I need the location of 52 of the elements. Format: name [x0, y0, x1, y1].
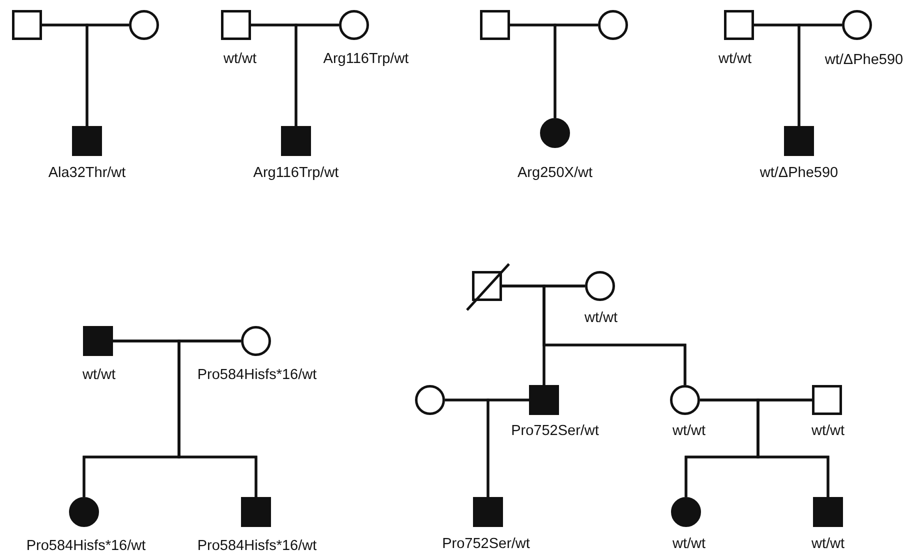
- unaffected-female-symbol: [670, 385, 700, 415]
- genotype-label: wt/wt: [584, 311, 618, 327]
- affected-male-symbol: [473, 497, 503, 527]
- genotype-label: Pro584Hisfs*16/wt: [26, 539, 146, 555]
- affected-male-symbol: [281, 126, 311, 156]
- unaffected-female-symbol: [585, 271, 615, 301]
- descent-line: [294, 24, 339, 128]
- genotype-label: Arg250X/wt: [518, 166, 592, 182]
- affected-male-symbol: [83, 326, 113, 356]
- affected-male-symbol: [784, 126, 814, 156]
- unaffected-female-symbol: [129, 10, 159, 40]
- descent-line: [798, 24, 842, 128]
- descent-line: [178, 340, 258, 497]
- descent-line: [554, 24, 598, 120]
- unaffected-female-symbol: [598, 10, 628, 40]
- genotype-label: wt/wt: [223, 52, 257, 68]
- descent-line: [756, 398, 830, 497]
- affected-male-symbol: [241, 497, 271, 527]
- genotype-label: Arg116Trp/wt: [323, 52, 409, 68]
- unaffected-female-symbol: [415, 385, 445, 415]
- unaffected-male-symbol: [812, 385, 842, 415]
- genotype-label: Ala32Thr/wt: [48, 166, 126, 182]
- unaffected-female-symbol: [241, 326, 271, 356]
- genotype-label: wt/wt: [718, 52, 752, 68]
- deceased-unaffected-male-symbol: [472, 271, 502, 301]
- unaffected-male-symbol: [12, 10, 42, 40]
- genotype-label: wt/wt: [672, 537, 706, 553]
- affected-male-symbol: [813, 497, 843, 527]
- genotype-label: Pro752Ser/wt: [511, 424, 599, 440]
- unaffected-male-symbol: [480, 10, 510, 40]
- descent-line: [86, 24, 129, 128]
- affected-female-symbol: [69, 497, 99, 527]
- affected-female-symbol: [540, 118, 570, 148]
- genotype-label: Arg116Trp/wt: [253, 166, 339, 182]
- unaffected-male-symbol: [221, 10, 251, 40]
- genotype-label: Pro584Hisfs*16/wt: [197, 368, 317, 384]
- unaffected-female-symbol: [339, 10, 369, 40]
- descent-line: [486, 398, 529, 498]
- genotype-label: wt/wt: [672, 424, 706, 440]
- affected-male-symbol: [72, 126, 102, 156]
- genotype-label: wt/wt: [811, 424, 845, 440]
- genotype-label: Pro584Hisfs*16/wt: [197, 539, 317, 555]
- unaffected-female-symbol: [842, 10, 872, 40]
- genotype-label: wt/ΔPhe590: [824, 53, 904, 69]
- descent-line: [542, 284, 686, 385]
- affected-male-symbol: [529, 385, 559, 415]
- affected-female-symbol: [671, 497, 701, 527]
- genotype-label: wt/wt: [82, 368, 116, 384]
- unaffected-male-symbol: [724, 10, 754, 40]
- genotype-label: wt/ΔPhe590: [760, 166, 838, 182]
- genotype-label: Pro752Ser/wt: [442, 537, 530, 553]
- genotype-label: wt/wt: [811, 537, 845, 553]
